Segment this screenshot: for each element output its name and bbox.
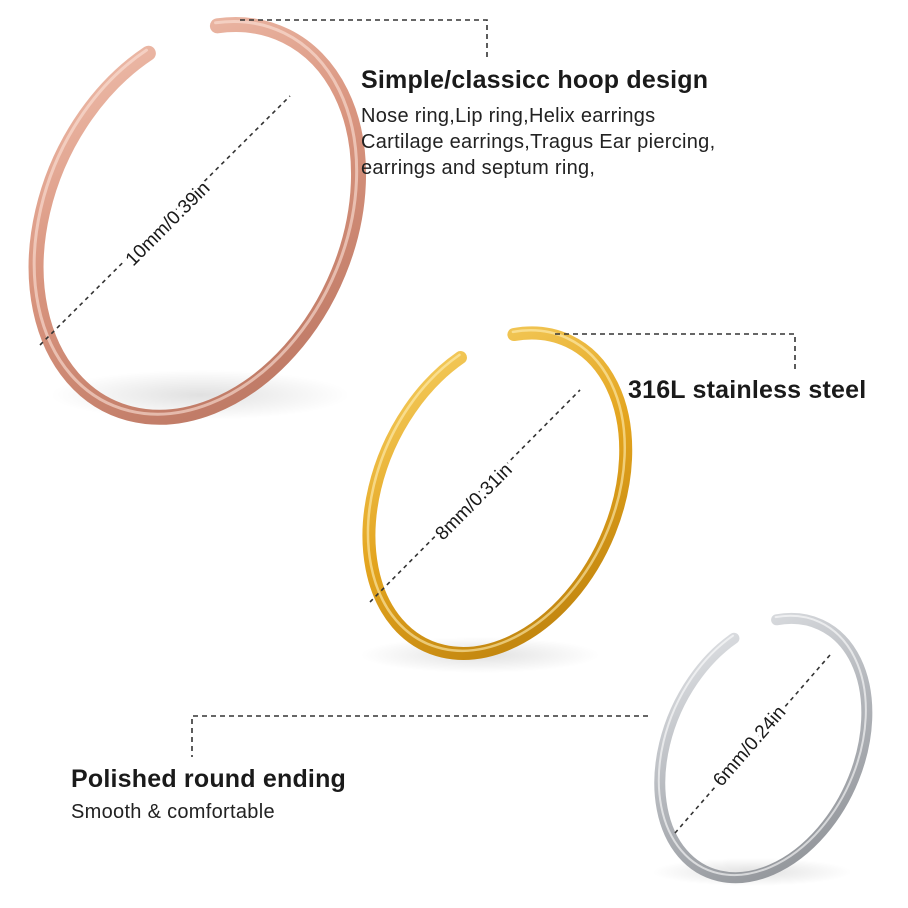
- callout-line-ending: [191, 715, 648, 757]
- feature-lines-hoop: Nose ring,Lip ring,Helix earrings Cartil…: [361, 103, 715, 181]
- callout-line-material: [555, 333, 796, 372]
- size-label-8mm: 8mm/0.31in: [432, 460, 517, 545]
- diameter-line-10mm: [39, 95, 291, 346]
- callout-lines: [191, 19, 796, 757]
- feature-title-material: 316L stainless steel: [628, 376, 867, 404]
- rose-gold-ring-10mm: [28, 17, 367, 425]
- diameter-lines: [39, 95, 831, 834]
- diameter-line-8mm: [369, 389, 581, 603]
- feature-line: earrings and septum ring,: [361, 157, 596, 179]
- feature-title-ending: Polished round ending: [71, 765, 347, 793]
- feature-title-hoop: Simple/classicc hoop design: [361, 66, 709, 94]
- silver-ring-6mm: [654, 612, 873, 884]
- size-label-6mm: 6mm/0.24in: [709, 702, 790, 791]
- feature-subtitle-ending: Smooth & comfortable: [71, 801, 275, 823]
- feature-line: Nose ring,Lip ring,Helix earrings: [361, 105, 656, 127]
- callout-line-hoop: [240, 19, 488, 60]
- gold-ring-8mm: [362, 326, 633, 660]
- feature-line: Cartilage earrings,Tragus Ear piercing,: [361, 131, 716, 153]
- size-label-10mm: 10mm/0.39in: [122, 178, 215, 271]
